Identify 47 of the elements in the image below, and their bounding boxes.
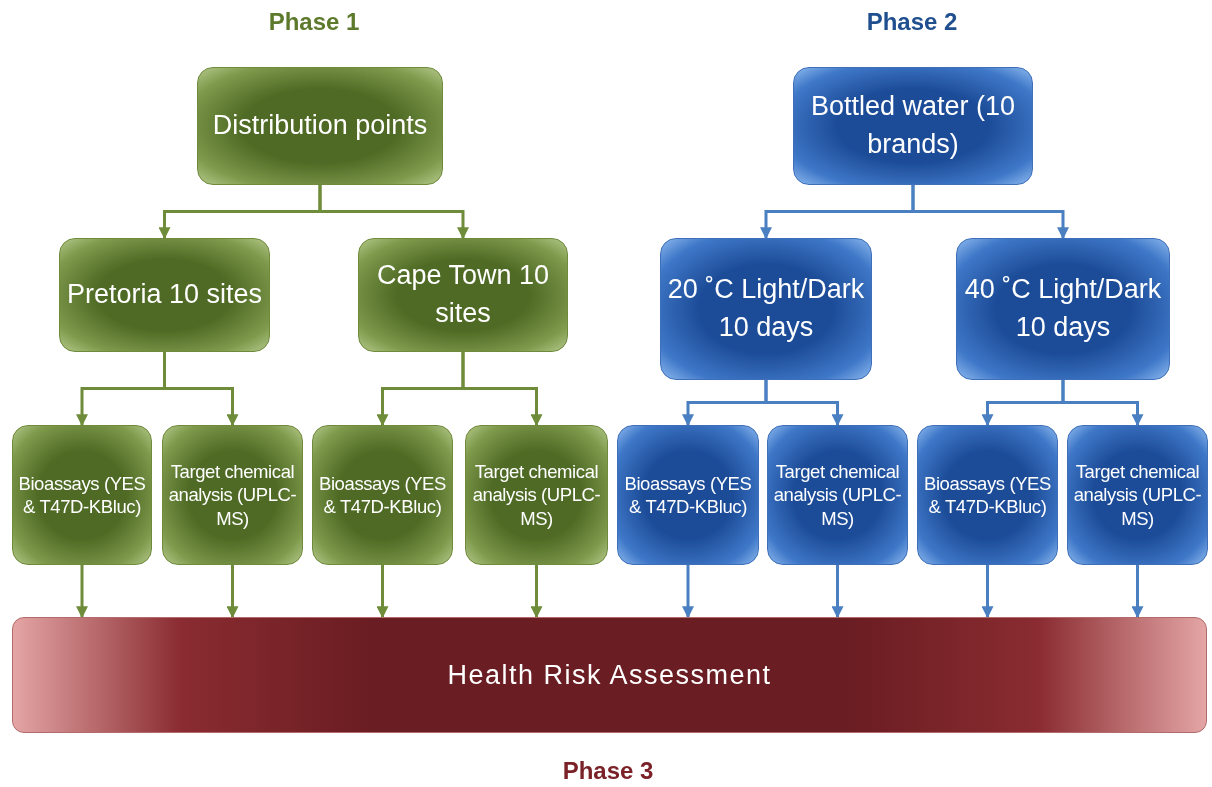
arrow	[1061, 380, 1144, 427]
arrow	[764, 380, 844, 427]
arrow	[831, 565, 844, 619]
node-label: Bioassays (YES & T47D-KBluc)	[17, 471, 147, 519]
node-label: Target chemical analysis (UPLC-MS)	[471, 460, 602, 530]
arrow	[461, 352, 543, 427]
phase-heading: Phase 1	[268, 8, 360, 36]
process-box	[358, 238, 568, 352]
analysis-box	[1067, 425, 1208, 565]
arrow	[76, 565, 88, 619]
arrow	[163, 352, 239, 427]
node-label: Bottled water (10 brands)	[809, 90, 1017, 161]
node-label: 40 ˚C Light/Dark 10 days	[963, 273, 1163, 344]
node-label: Target chemical analysis (UPLC-MS)	[772, 460, 903, 530]
analysis-box	[312, 425, 453, 565]
arrow	[530, 565, 543, 619]
analysis-box	[617, 425, 759, 565]
analysis-box	[767, 425, 908, 565]
phase-heading: Phase 3	[562, 757, 654, 785]
node-label: 20 ˚C Light/Dark 10 days	[666, 273, 866, 344]
node-label: Pretoria 10 sites	[66, 278, 263, 312]
arrow	[682, 565, 694, 619]
process-box	[197, 67, 443, 185]
arrow	[226, 565, 239, 619]
node-label: Bioassays (YES & T47D-KBluc)	[317, 471, 447, 519]
assessment-bar	[12, 617, 1207, 733]
process-box	[956, 238, 1170, 380]
arrow	[911, 185, 1069, 240]
arrow	[1131, 565, 1144, 619]
arrow	[376, 565, 389, 619]
analysis-box	[917, 425, 1058, 565]
analysis-box	[162, 425, 303, 565]
analysis-box	[465, 425, 608, 565]
process-box	[59, 238, 270, 352]
arrow	[981, 565, 994, 619]
node-label: Cape Town 10 sites	[375, 259, 551, 330]
node-label: Target chemical analysis (UPLC-MS)	[1072, 460, 1203, 530]
phase-heading: Phase 2	[866, 8, 958, 36]
node-label: Target chemical analysis (UPLC-MS)	[167, 460, 298, 530]
process-box	[660, 238, 872, 380]
node-label: Distribution points	[212, 109, 428, 143]
process-box	[793, 67, 1033, 185]
arrow	[318, 185, 469, 240]
node-label: Health Risk Assessment	[447, 659, 772, 691]
node-label: Bioassays (YES & T47D-KBluc)	[623, 471, 753, 519]
node-label: Bioassays (YES & T47D-KBluc)	[922, 471, 1052, 519]
analysis-box	[12, 425, 152, 565]
